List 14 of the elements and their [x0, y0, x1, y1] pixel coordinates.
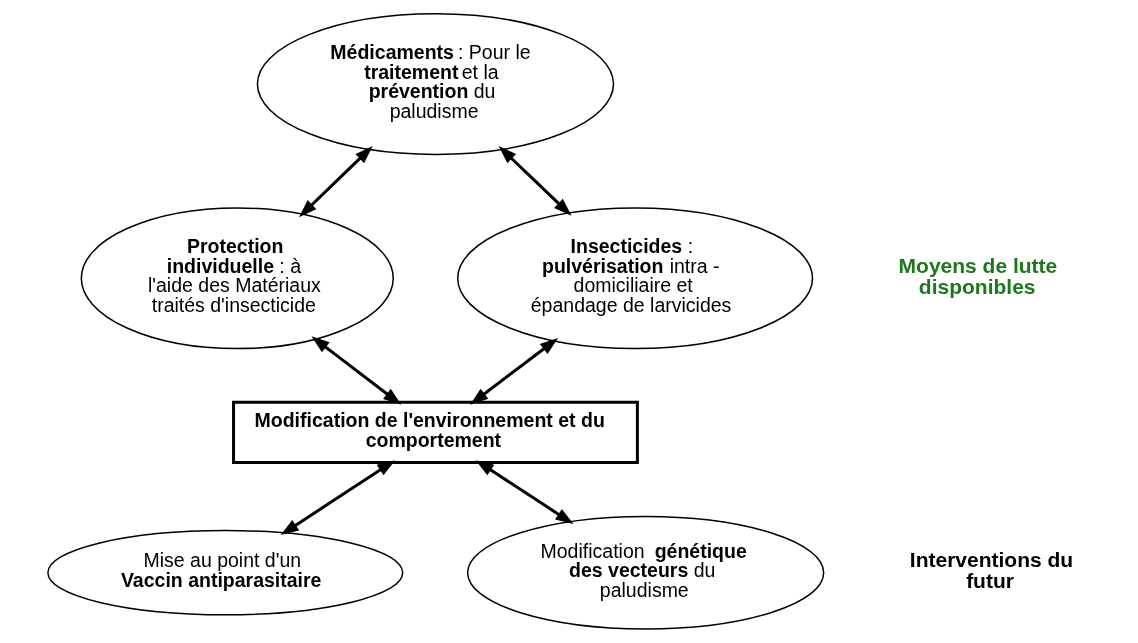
- node-ellipse: Mise au point d'un Vaccin antiparasitaire: [47, 529, 404, 616]
- arrow: [311, 336, 402, 405]
- node-ellipse: Modification génétique des vecteurs du paludisme: [466, 515, 825, 630]
- node-box: Modification de l'environnement et du comportement: [232, 400, 639, 464]
- arrow: [475, 460, 574, 525]
- arrow: [280, 460, 396, 536]
- label: Moyens de lutte disponibles: [898, 253, 1058, 298]
- arrow: [470, 338, 559, 405]
- label: Interventions du futur: [909, 548, 1074, 593]
- node-ellipse: Médicaments : Pour le traitement et la prévention du paludisme: [256, 13, 615, 156]
- node-ellipse: Insecticides : pulvérisation intra - domiciliaire et épandage de larvicides: [456, 207, 814, 350]
- arrow: [498, 146, 572, 216]
- arrow: [299, 146, 373, 218]
- node-ellipse: Protection individuelle : à l'aide des Matériaux traités d'insecticide: [80, 207, 394, 350]
